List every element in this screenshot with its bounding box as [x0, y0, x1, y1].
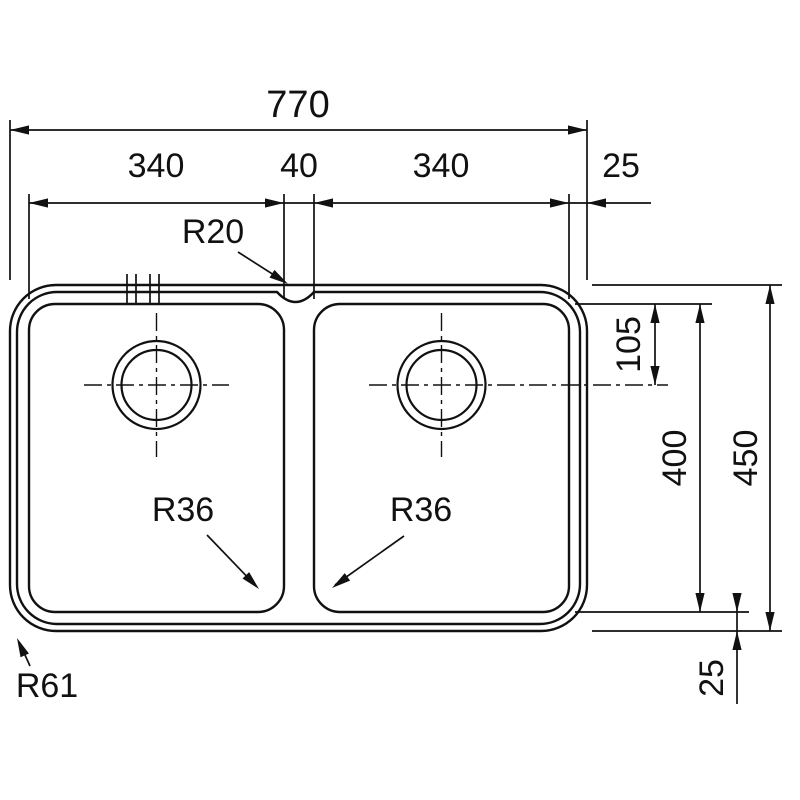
dimension-arrow [695, 593, 705, 612]
right-drain [369, 313, 668, 457]
dimension-arrow [732, 593, 742, 612]
callout-r20: R20 [182, 213, 291, 288]
dimension-arrow [695, 304, 705, 323]
center-junction-radius-label: R20 [182, 213, 244, 251]
dim-bowl-depth: 400 [575, 304, 749, 613]
bottom-margin-value: 25 [693, 659, 731, 697]
dimension-arrow [314, 198, 333, 208]
overall-depth-value: 450 [727, 430, 765, 487]
dimension-arrow [587, 198, 606, 208]
dimension-arrow [265, 198, 284, 208]
sink-body [8, 274, 668, 633]
dimension-arrow [10, 125, 29, 135]
right-bowl-outline [312, 302, 571, 614]
left-bowl-radius-label: R36 [152, 491, 214, 529]
left-drain [84, 313, 229, 457]
callout-r36-left: R36 [152, 491, 263, 593]
drain-offset-value: 105 [610, 316, 648, 373]
leader-arrow [12, 636, 29, 658]
rim-tick-marks [126, 274, 160, 303]
dim-bottom-margin: 25 [693, 593, 742, 704]
dimension-arrow [765, 285, 775, 304]
dimension-arrow [568, 125, 587, 135]
dimension-arrow [650, 366, 660, 385]
right-drain-circle-outer [396, 339, 487, 431]
sink-rim-inner-outline [15, 290, 582, 626]
dimension-arrow [732, 631, 742, 650]
dimension-arrow [29, 198, 48, 208]
right-bowl-radius-label: R36 [390, 491, 452, 529]
overall-width-value: 770 [266, 84, 329, 126]
divider-width-value: 40 [280, 147, 318, 185]
dim-overall-width: 770 [9, 84, 588, 280]
dim-bowl-widths-row: 340 40 340 25 [28, 147, 651, 299]
sink-outer-outline [8, 283, 589, 633]
bowl-depth-value: 400 [656, 430, 694, 487]
dimension-arrow [650, 304, 660, 323]
dimension-arrow [765, 612, 775, 631]
left-bowl-outline [27, 302, 286, 614]
dimension-arrow [550, 198, 569, 208]
dim-drain-offset: 105 [575, 303, 712, 385]
right-margin-value: 25 [602, 147, 640, 185]
left-bowl-width-value: 340 [128, 147, 185, 185]
dim-overall-depth: 450 [592, 284, 782, 632]
left-drain-circle-outer [111, 339, 202, 431]
right-bowl-width-value: 340 [413, 147, 470, 185]
outer-corner-radius-label: R61 [16, 667, 78, 705]
callout-r36-right: R36 [329, 491, 452, 592]
callout-r61: R61 [12, 636, 78, 705]
